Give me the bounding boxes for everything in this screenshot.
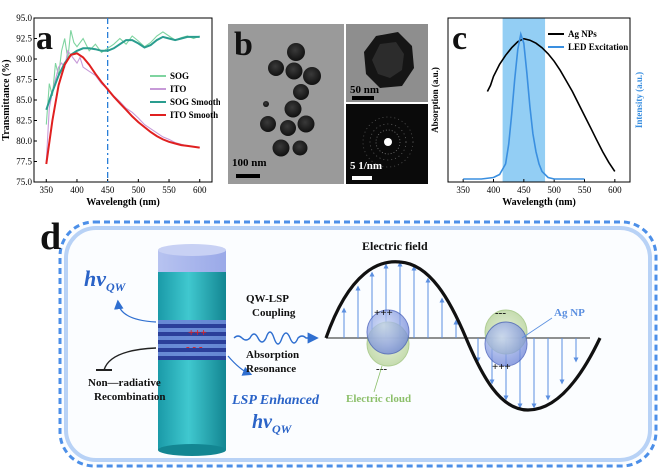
electric-cloud-label: Electric cloud — [346, 393, 411, 405]
ag-np-label: Ag NP — [554, 307, 585, 319]
np2-plus: +++ — [492, 361, 511, 373]
plot-frame-c — [447, 17, 631, 183]
x-tick-label-c: 400 — [487, 185, 501, 195]
y-tick-label-a: 95.0 — [16, 13, 32, 23]
scale-bar-diffraction — [352, 176, 372, 180]
scale-label-large: 100 nm — [232, 157, 267, 169]
y-axis-label-left-c: Absorption (a.u.) — [430, 67, 440, 133]
nanorod-cylinder — [158, 244, 226, 456]
chart-a-transmittance: 350 400 450 500 550 600 75.0 77.5 80.0 82.5 85.0 87… — [1, 13, 221, 208]
diffraction-rings — [362, 116, 414, 168]
ag-np-1 — [366, 309, 410, 355]
x-tick-label-a: 350 — [40, 185, 54, 195]
electric-field-wave — [324, 260, 602, 412]
arrow-emission-left — [114, 299, 157, 323]
frame-outer — [58, 220, 658, 468]
x-tick-label-a: 600 — [193, 185, 207, 195]
x-tick-label-a: 450 — [101, 185, 115, 195]
x-tick-label-c: 550 — [578, 185, 592, 195]
coupling-label-1: QW-LSP — [246, 293, 289, 305]
y-axis-label-right-c: Intensity (a.u.) — [634, 72, 644, 128]
nonradiative-label-2: Recombination — [94, 391, 166, 403]
qw-plus-charges: +++ — [188, 327, 207, 339]
y-tick-label-a: 85.0 — [16, 95, 32, 105]
scale-bar-inset — [352, 96, 374, 100]
qw-minus-charges: - - - — [186, 341, 203, 353]
np2-minus: --- — [495, 307, 506, 319]
y-tick-label-a: 82.5 — [16, 116, 32, 126]
x-tick-label-a: 550 — [162, 185, 176, 195]
ag-np-pointer — [521, 317, 553, 339]
np1-plus: +++ — [374, 307, 393, 319]
legend-label-a: ITO Smooth — [170, 110, 218, 120]
series-line-led-excitation — [463, 30, 585, 180]
x-tick-label-c: 600 — [608, 185, 622, 195]
panel-b: 100 nm 50 nm 5 1/nm b — [228, 24, 428, 184]
series-line-ag-nps — [486, 37, 616, 172]
y-axis-label-a: Transmittance (%) — [1, 59, 12, 140]
x-tick-label-c: 500 — [547, 185, 561, 195]
schematic-d: +++ - - - hvQW Non—radiative Recombinati… — [58, 220, 658, 468]
electric-cloud-pointer — [373, 365, 383, 393]
coupling-label-2: Coupling — [252, 307, 296, 319]
np1-minus: --- — [376, 363, 387, 375]
hv-qw-left: hvQW — [84, 266, 127, 294]
diffraction-pattern: 5 1/nm — [346, 104, 428, 184]
nonradiative-path — [103, 347, 157, 371]
hv-qw-bottom: hvQW — [252, 411, 293, 436]
y-tick-label-a: 90.0 — [16, 54, 32, 64]
legend-label-c: LED Excitation — [568, 42, 628, 52]
absorption-label-2: Resonance — [246, 363, 296, 375]
y-tick-label-a: 77.5 — [16, 157, 32, 167]
absorption-label-1: Absorption — [246, 349, 299, 361]
coupling-wave — [233, 331, 319, 345]
x-axis-label-a: Wavelength (nm) — [86, 197, 160, 208]
x-tick-label-a: 500 — [132, 185, 146, 195]
lsp-enhanced-label: LSP Enhanced — [231, 393, 320, 408]
legend-label-a: ITO — [170, 84, 186, 94]
electric-field-label: Electric field — [362, 239, 428, 253]
y-tick-label-a: 75.0 — [16, 177, 32, 187]
scale-label-inset: 50 nm — [350, 84, 380, 96]
x-tick-label-a: 400 — [70, 185, 84, 195]
legend-label-a: SOG Smooth — [170, 97, 220, 107]
panel-label-a: a — [36, 20, 53, 57]
x-axis-label-c: Wavelength (nm) — [502, 197, 576, 208]
panel-d: +++ - - - hvQW Non—radiative Recombinati… — [0, 210, 668, 470]
tem-image-large: 100 nm — [228, 24, 344, 184]
y-tick-label-a: 87.5 — [16, 75, 32, 85]
nonradiative-label-1: Non—radiative — [88, 377, 161, 389]
scale-label-diffraction: 5 1/nm — [350, 160, 383, 172]
ag-np-2 — [484, 321, 528, 367]
panel-label-b: b — [234, 26, 253, 63]
single-nanoparticle — [364, 32, 414, 88]
panel-a: 350 400 450 500 550 600 75.0 77.5 80.0 82.5 85.0 87… — [0, 0, 221, 210]
series-line-sog — [45, 30, 200, 125]
frame-inner — [64, 226, 652, 462]
x-tick-label-c: 450 — [517, 185, 531, 195]
series-line-ito-smooth — [45, 52, 200, 165]
x-tick-label-c: 350 — [456, 185, 470, 195]
legend-label-c: Ag NPs — [568, 29, 597, 39]
panel-label-c: c — [452, 20, 468, 57]
nanoparticles-cluster — [260, 43, 321, 157]
y-tick-label-a: 80.0 — [16, 136, 32, 146]
y-tick-label-a: 92.5 — [16, 34, 32, 44]
tem-image-inset: 50 nm — [346, 24, 428, 102]
legend-label-a: SOG — [170, 71, 189, 81]
scale-bar-large — [236, 174, 260, 178]
arrow-lsp-enhanced — [227, 355, 253, 376]
panel-label-d: d — [40, 216, 62, 258]
